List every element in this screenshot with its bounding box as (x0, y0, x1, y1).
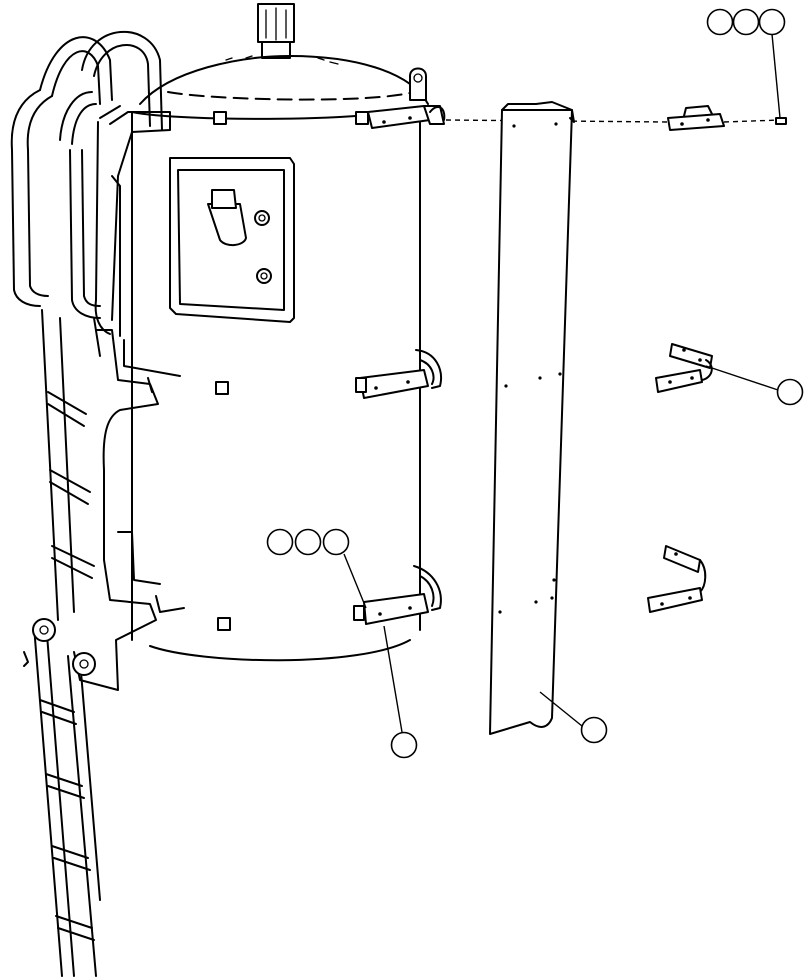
tank-body (111, 3, 429, 662)
callout-panel (539, 691, 608, 744)
callout-group-top-right (706, 8, 786, 119)
callout-bubble (322, 528, 350, 556)
callout-bubble (390, 731, 418, 759)
callout-bubble (776, 378, 804, 406)
callout-lower-bracket (383, 625, 418, 759)
callout-group-lower (266, 528, 367, 609)
callout-right-mid (705, 365, 804, 406)
callout-bubble (266, 528, 294, 556)
callout-bubble (580, 716, 608, 744)
callout-bubble (758, 8, 786, 36)
explode-line (445, 119, 781, 123)
side-panel (489, 101, 575, 735)
callout-bubble (732, 8, 760, 36)
callout-bubble (294, 528, 322, 556)
loose-brackets (647, 105, 787, 613)
ladder-handrail (10, 30, 171, 977)
callout-bubble (706, 8, 734, 36)
installed-brackets (353, 105, 446, 625)
